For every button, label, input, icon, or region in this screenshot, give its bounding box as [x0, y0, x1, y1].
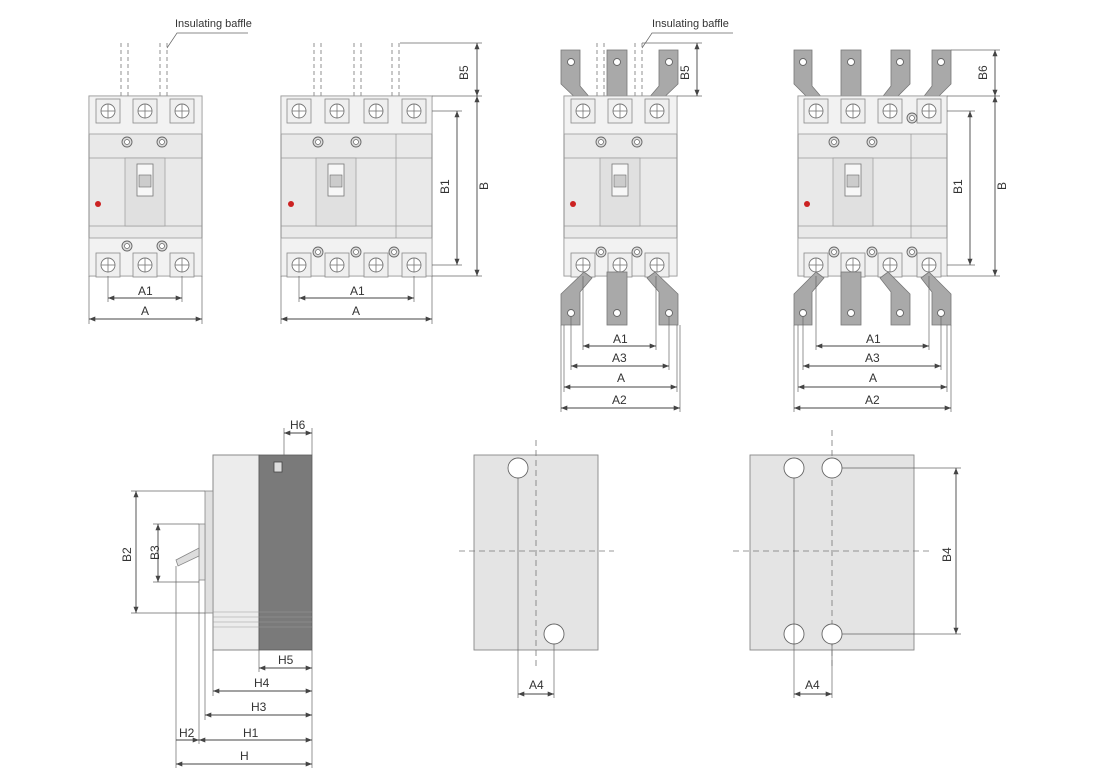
dim-A3-a: A3: [612, 351, 627, 365]
baffle-note-1: Insulating baffle: [175, 18, 252, 30]
dim-A1: A1: [138, 284, 153, 298]
dim-H3: H3: [251, 700, 267, 714]
view-3pole-baffle: Insulating baffle A1 A: [88, 18, 252, 324]
dim-B3: B3: [148, 545, 162, 560]
dim-A2-a: A2: [612, 393, 627, 407]
dim-A1-b: A1: [350, 284, 365, 298]
dim-A1-d: A1: [866, 332, 881, 346]
view-side: H6 B2 B3 H5 H4 H3 H1 H2 H: [120, 418, 313, 768]
dark-cover: [258, 454, 313, 651]
dim-A4-b: A4: [805, 678, 820, 692]
view-mount-4hole: A4 B4: [733, 430, 961, 698]
dim-B1-a: B1: [438, 179, 452, 194]
dim-B5-b: B5: [678, 65, 692, 80]
dim-A4-a: A4: [529, 678, 544, 692]
dim-H2: H2: [179, 726, 195, 740]
dim-H: H: [240, 749, 249, 763]
dim-H4: H4: [254, 676, 270, 690]
dim-A-c: A: [617, 371, 625, 385]
dim-B-b: B: [995, 182, 1009, 190]
dim-H1: H1: [243, 726, 259, 740]
view-4pole-baffle: B5 B1 B A1 A: [280, 42, 491, 324]
dim-H6: H6: [290, 418, 306, 432]
dim-A-b: A: [352, 304, 360, 318]
dim-A1-c: A1: [613, 332, 628, 346]
dim-B1-b: B1: [951, 179, 965, 194]
dim-A: A: [141, 304, 149, 318]
baffle-note-2: Insulating baffle: [652, 18, 729, 30]
dim-A2-b: A2: [865, 393, 880, 407]
view-4pole-busbar: B6 B1 B A1 A3 A A2: [793, 49, 1009, 412]
dim-B6: B6: [976, 65, 990, 80]
dim-B2: B2: [120, 547, 134, 562]
dim-B4: B4: [940, 547, 954, 562]
dim-B-a: B: [477, 182, 491, 190]
dim-H5: H5: [278, 653, 294, 667]
view-3pole-busbar: Insulating baffle B5: [560, 18, 733, 412]
view-mount-2hole: A4: [459, 440, 614, 698]
dim-B5-a: B5: [457, 65, 471, 80]
indicator-dot: [95, 201, 101, 207]
dim-A3-b: A3: [865, 351, 880, 365]
dim-A-d: A: [869, 371, 877, 385]
